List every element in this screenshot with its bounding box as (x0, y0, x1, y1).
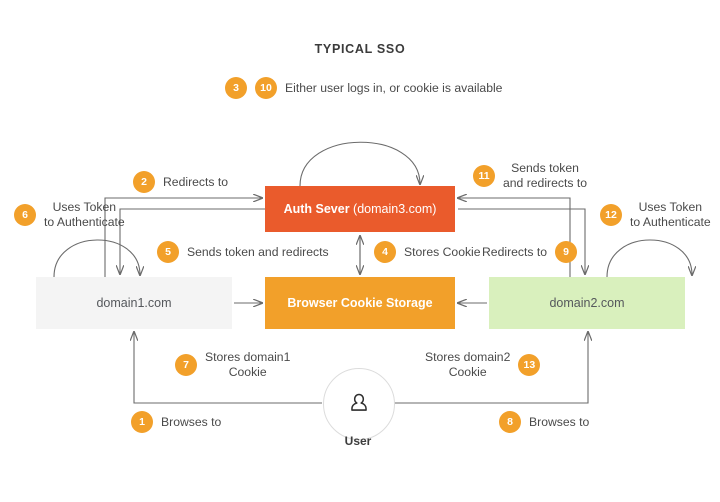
step-badge-3: 3 (225, 77, 247, 99)
step-badge-6: 6 (14, 204, 36, 226)
arrow-auth-to-domain1 (120, 208, 265, 274)
node-domain1-label: domain1.com (96, 296, 172, 310)
step-badge-5: 5 (157, 241, 179, 263)
node-domain1[interactable]: domain1.com (36, 277, 232, 329)
arrow-auth-selfloop (299, 141, 420, 187)
step-1-label: Browses to (161, 414, 222, 429)
step-badge-11: 11 (473, 165, 495, 187)
node-auth-server-label: Auth Sever (domain3.com) (284, 202, 437, 216)
arrow-auth-to-domain2 (458, 208, 585, 274)
node-auth-server-domain: (domain3.com) (349, 202, 437, 216)
arrow-domain2-to-auth (458, 198, 571, 277)
step-8-note: 8 Browses to (499, 411, 589, 433)
step-6-note: 6 Uses Token to Authenticate (14, 200, 125, 230)
step-6-label: Uses Token to Authenticate (44, 200, 125, 229)
arrow-domain2-selfloop (606, 239, 692, 278)
node-domain2[interactable]: domain2.com (489, 277, 685, 329)
step-badge-13: 13 (518, 354, 541, 376)
page-title: TYPICAL SSO (314, 42, 406, 56)
node-auth-server-name: Auth Sever (283, 202, 350, 216)
node-user[interactable] (323, 368, 395, 440)
step-9-note: 9 Redirects to (482, 241, 578, 263)
user-icon (351, 393, 367, 411)
step-13-note: 13 Stores domain2 Cookie (425, 350, 541, 380)
step-2-label: Redirects to (163, 174, 229, 189)
step-4-label: Stores Cookie (404, 244, 481, 259)
step-7-label: Stores domain1 Cookie (205, 350, 291, 379)
arrow-user-to-domain2 (394, 332, 588, 404)
arrow-user-to-domain1 (134, 332, 322, 404)
step-12-note: 12 Uses Token to Authenticate (600, 200, 711, 230)
step-4-note: 4 Stores Cookie (374, 241, 481, 263)
arrow-domain1-selfloop (53, 239, 140, 278)
step-12-label: Uses Token to Authenticate (630, 200, 711, 229)
step-1-note: 1 Browses to (131, 411, 221, 433)
node-auth-server[interactable]: Auth Sever (domain3.com) (265, 186, 455, 232)
step-badge-7: 7 (175, 354, 197, 376)
step-badge-8: 8 (499, 411, 521, 433)
step-11-label: Sends token and redirects to (503, 161, 588, 190)
node-cookie-storage-label: Browser Cookie Storage (287, 296, 433, 310)
step-13-label: Stores domain2 Cookie (425, 350, 511, 379)
node-domain2-label: domain2.com (549, 296, 625, 310)
step-5-label: Sends token and redirects (187, 244, 329, 259)
step-7-note: 7 Stores domain1 Cookie (175, 350, 290, 380)
step-badge-2: 2 (133, 171, 155, 193)
step-11-note: 11 Sends token and redirects to (473, 161, 587, 191)
step-badge-4: 4 (374, 241, 396, 263)
step-2-note: 2 Redirects to (133, 171, 228, 193)
step-5-note: 5 Sends token and redirects (157, 241, 329, 263)
step-badge-10: 10 (255, 77, 277, 99)
step-3-10-label: Either user logs in, or cookie is availa… (285, 80, 503, 95)
node-user-label: User (344, 434, 372, 448)
step-8-label: Browses to (529, 414, 590, 429)
arrow-domain1-to-auth (104, 198, 262, 277)
step-badge-1: 1 (131, 411, 153, 433)
step-badge-9: 9 (555, 241, 578, 263)
node-browser-cookie-storage[interactable]: Browser Cookie Storage (265, 277, 455, 329)
step-3-10-note: 3 10 Either user logs in, or cookie is a… (225, 77, 502, 99)
step-badge-12: 12 (600, 204, 622, 226)
step-9-label: Redirects to (482, 244, 548, 259)
